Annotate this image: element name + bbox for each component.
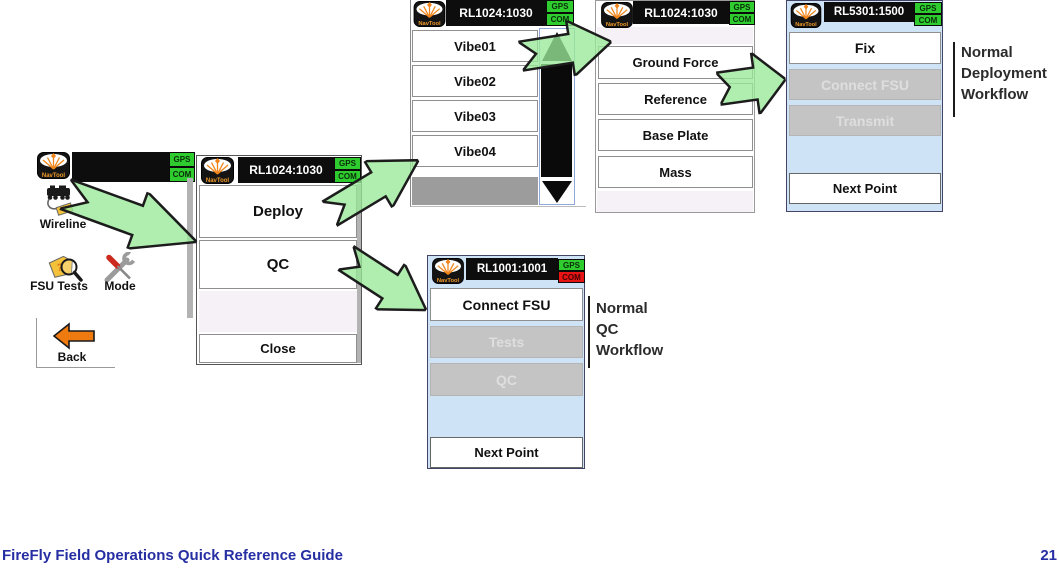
panel-deploy-menu: NavTool RL1024:1030 GPS COM Deploy QC Cl… — [196, 155, 362, 365]
transmit-button[interactable]: Transmit — [789, 105, 941, 136]
vibe-list-item[interactable]: Vibe01 — [412, 30, 538, 62]
back-label: Back — [57, 350, 87, 364]
gps-status-badge: GPS — [558, 259, 585, 271]
deploy-menu-titlebar: RL1024:1030 — [238, 157, 334, 183]
mode-icon[interactable] — [101, 252, 137, 284]
workflow-arrow-vibe-to-source — [516, 14, 616, 84]
vibe-list-empty-row — [412, 177, 538, 205]
com-status-badge: COM — [558, 271, 585, 283]
deployment-annotation-bar — [953, 42, 955, 117]
com-status-badge: COM — [334, 170, 361, 183]
back-frame — [36, 318, 115, 368]
com-status-badge: COM — [914, 14, 942, 26]
menu-blank-row — [199, 291, 357, 332]
connect-fsu-button[interactable]: Connect FSU — [789, 69, 941, 100]
footer-title: FireFly Field Operations Quick Reference… — [2, 547, 343, 564]
panel-source-menu: NavTool RL1024:1030 GPS COM Ground Force… — [595, 0, 755, 213]
ground-force-button[interactable]: Ground Force — [598, 46, 753, 79]
source-menu-titlebar: RL1024:1030 — [633, 1, 729, 24]
qc-titlebar: RL1001:1001 — [466, 258, 558, 280]
next-point-button[interactable]: Next Point — [430, 437, 583, 468]
navtool-logo: NavTool — [432, 258, 464, 284]
main-menu-scrollbar[interactable] — [187, 178, 193, 318]
navtool-logo-text: NavTool — [42, 173, 66, 179]
svg-text:NavTool: NavTool — [418, 21, 441, 27]
gps-status-badge: GPS — [334, 157, 361, 170]
svg-text:NavTool: NavTool — [606, 22, 629, 28]
navtool-logo: NavTool — [201, 157, 234, 184]
tests-button[interactable]: Tests — [430, 326, 583, 358]
qc-button[interactable]: QC — [430, 363, 583, 396]
panel-qc-workflow: NavTool RL1001:1001 GPS COM Connect FSU … — [427, 255, 585, 469]
svg-text:NavTool: NavTool — [206, 178, 230, 184]
deploy-button[interactable]: Deploy — [199, 185, 357, 238]
qc-annotation-bar — [588, 296, 590, 368]
workflow-arrow-main-to-deploy — [55, 166, 207, 270]
panel-deployment-workflow: NavTool RL5301:1500 GPS COM Fix Connect … — [786, 0, 943, 212]
menu-blank-row — [597, 191, 753, 212]
gps-status-badge: GPS — [914, 2, 942, 14]
wireline-label: Wireline — [39, 217, 87, 231]
workflow-arrow-source-to-deployment — [714, 49, 790, 120]
workflow-arrow-qc-to-qcpanel — [331, 235, 441, 333]
deployment-titlebar: RL5301:1500 — [824, 2, 914, 22]
panel-main-menu: NavTool GPS COM Wireline ? FSU Tests — [30, 150, 195, 368]
qc-button[interactable]: QC — [199, 240, 357, 289]
footer-page-number: 21 — [1040, 547, 1057, 564]
svg-text:NavTool: NavTool — [437, 278, 460, 284]
next-point-button[interactable]: Next Point — [789, 173, 941, 204]
deployment-annotation: Normal Deployment Workflow — [961, 44, 1047, 103]
vibe-list-item[interactable]: Vibe04 — [412, 135, 538, 167]
vibe-list-item[interactable]: Vibe03 — [412, 100, 538, 132]
scroll-down-icon[interactable] — [539, 179, 575, 205]
gps-status-badge: GPS — [169, 152, 195, 167]
vibe-list-titlebar: RL1024:1030 — [446, 0, 546, 26]
back-icon[interactable] — [52, 322, 96, 350]
svg-text:NavTool: NavTool — [795, 22, 817, 28]
navtool-logo: NavTool — [37, 152, 70, 179]
main-menu-titlebar — [72, 152, 169, 182]
gps-status-badge: GPS — [729, 1, 755, 13]
navtool-logo: NavTool — [413, 1, 446, 27]
connect-fsu-button[interactable]: Connect FSU — [430, 288, 583, 321]
fsu-tests-icon[interactable]: ? — [46, 252, 84, 284]
navtool-logo: NavTool — [601, 2, 633, 28]
vibe-scrollbar-thumb[interactable] — [541, 64, 572, 177]
close-button[interactable]: Close — [199, 334, 357, 363]
vibe-list-item[interactable]: Vibe02 — [412, 65, 538, 97]
mode-label: Mode — [104, 279, 136, 293]
com-status-badge: COM — [729, 13, 755, 25]
fsu-tests-label: FSU Tests — [30, 279, 88, 293]
base-plate-button[interactable]: Base Plate — [598, 119, 753, 151]
svg-text:?: ? — [57, 262, 64, 274]
workflow-arrow-deploy-to-vibe — [316, 137, 433, 237]
fix-button[interactable]: Fix — [789, 32, 941, 64]
menu-blank-row — [597, 27, 753, 44]
gps-status-badge: GPS — [546, 0, 574, 13]
navtool-logo: NavTool — [790, 3, 822, 28]
mass-button[interactable]: Mass — [598, 156, 753, 188]
qc-annotation: Normal QC Workflow — [596, 300, 664, 359]
